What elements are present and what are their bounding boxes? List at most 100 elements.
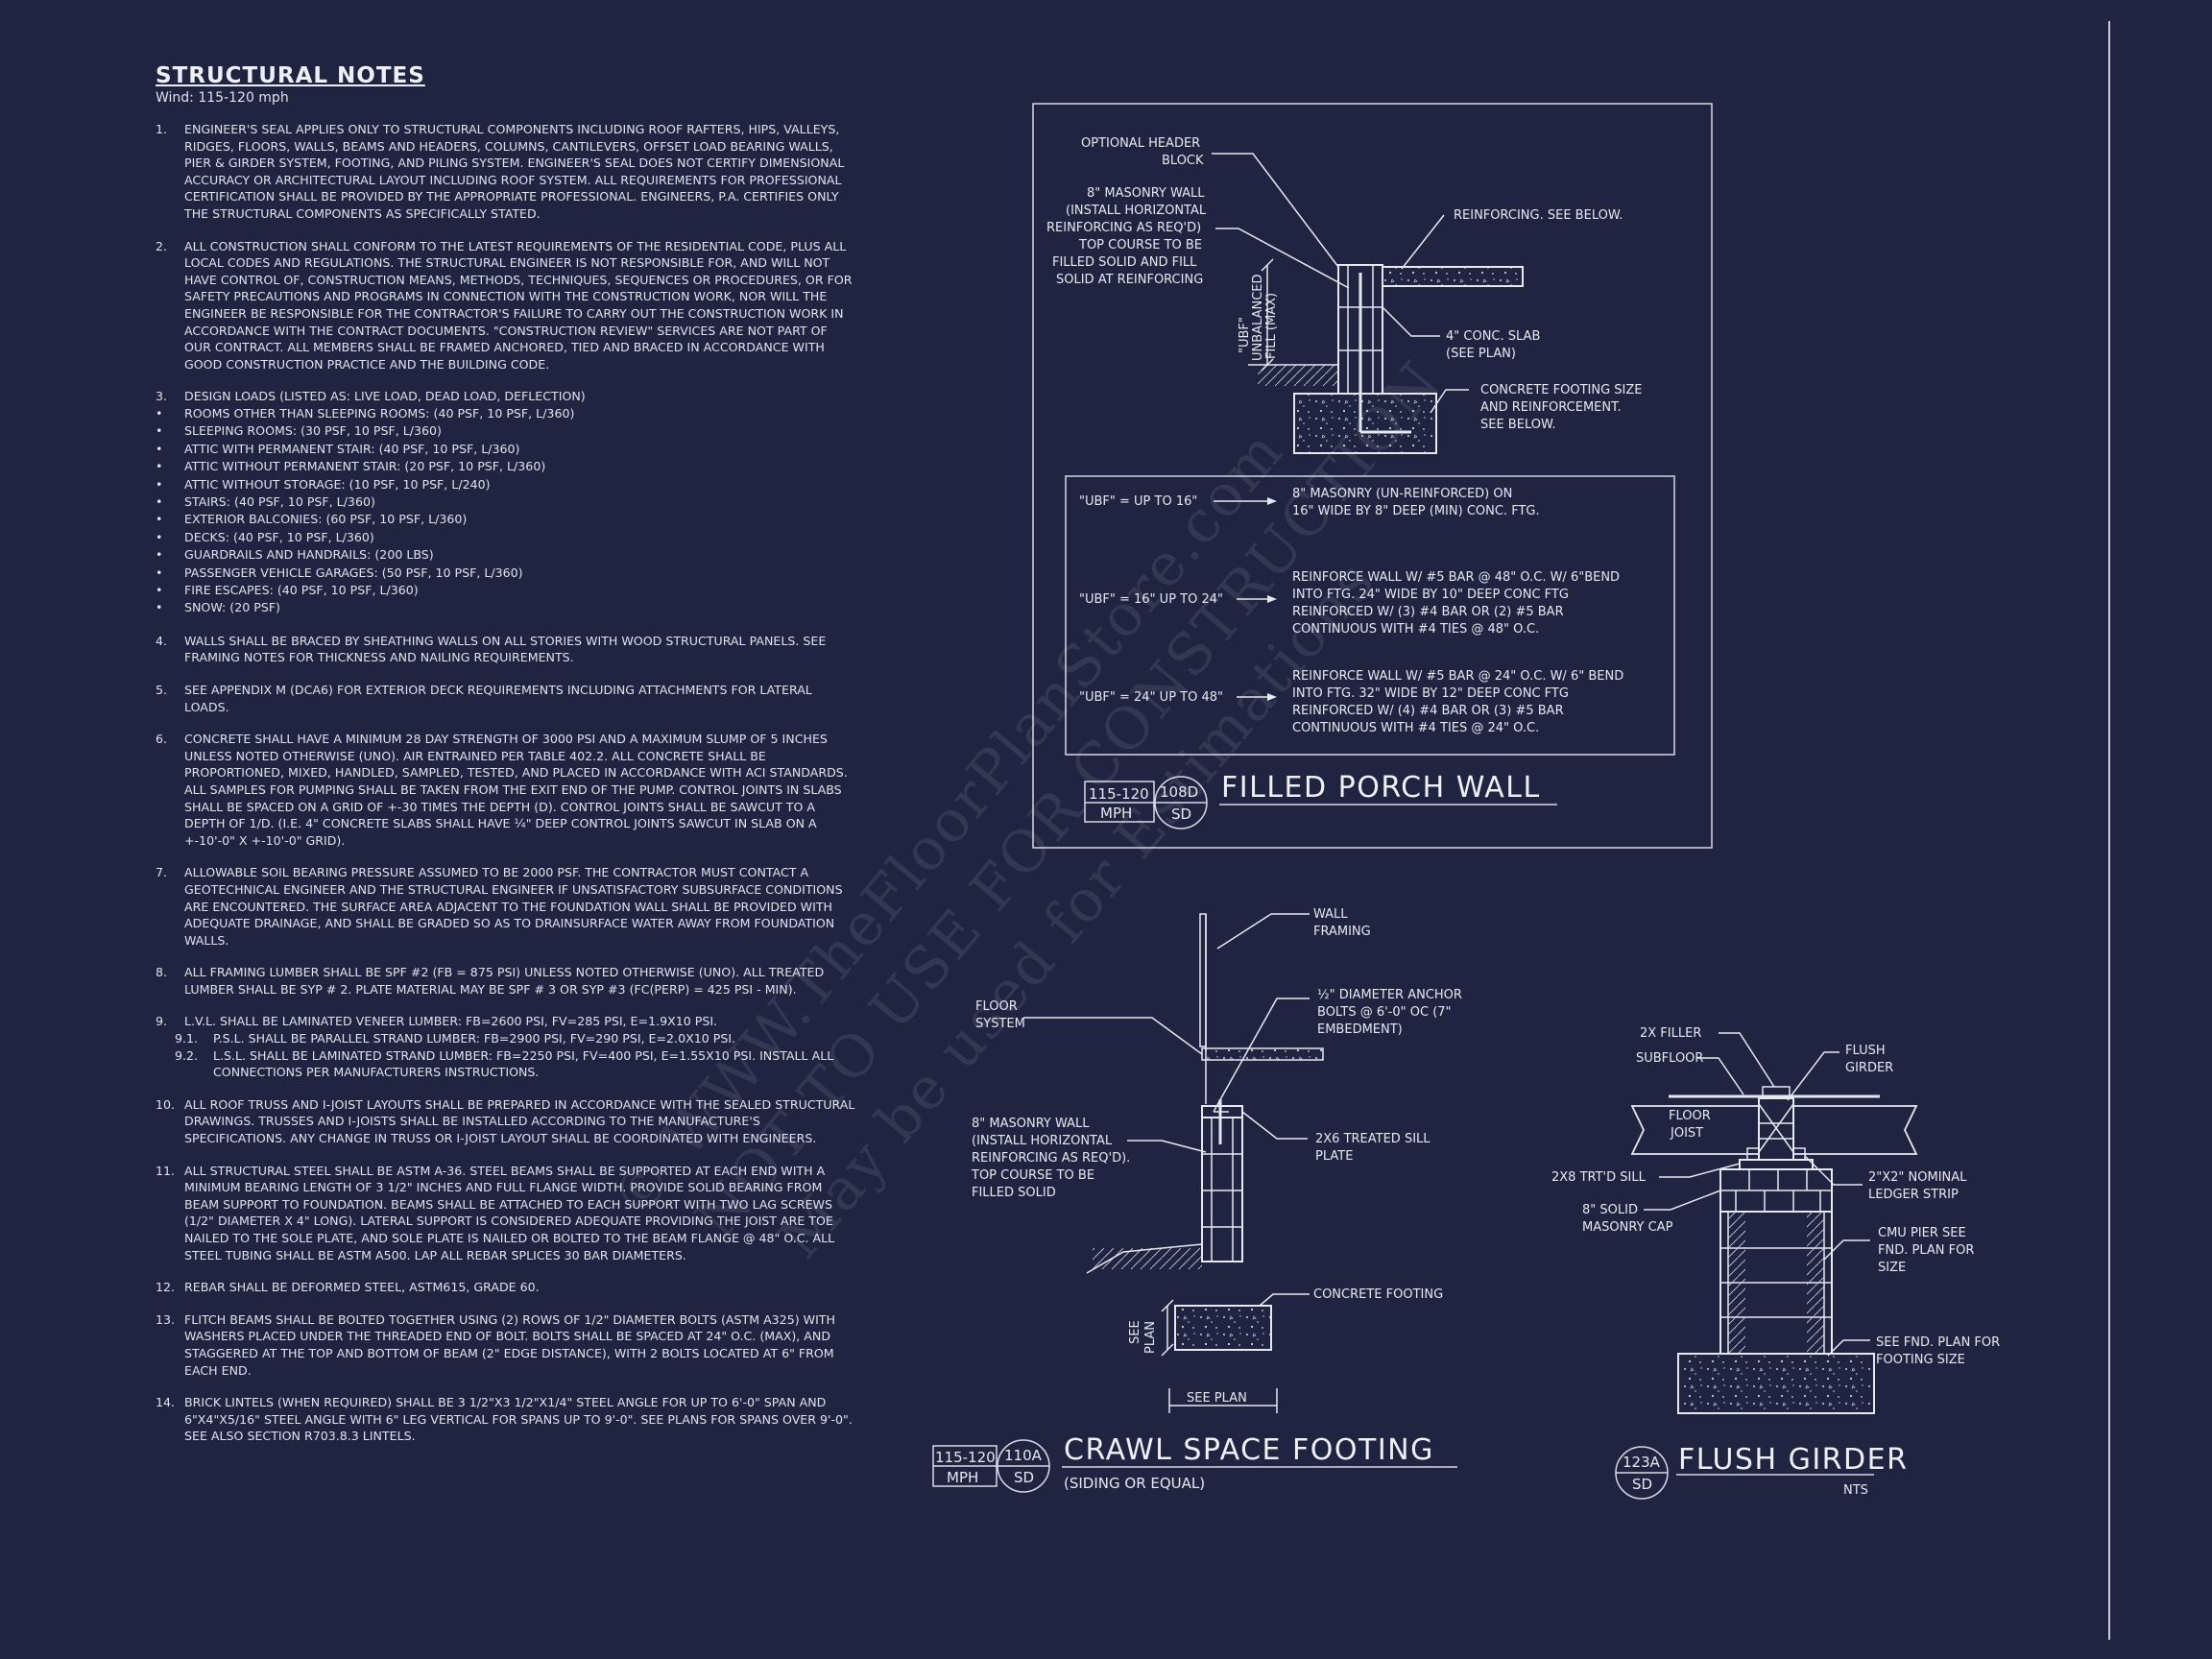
girder-floor-joist-left <box>1630 1105 1760 1155</box>
porch-wind-tag-bottom: MPH <box>1100 805 1132 822</box>
crawl-label-floor-2: SYSTEM <box>975 1017 1025 1031</box>
porch-table-row-3: "UBF" = 24" UP TO 48" REINFORCE WALL W/ … <box>1079 669 1623 735</box>
porch-table-condition: "UBF" = 16" UP TO 24" <box>1079 592 1223 607</box>
girder-label-joist-1: FLOOR <box>1669 1109 1711 1123</box>
crawl-label-masonry-4: TOP COURSE TO BE <box>971 1168 1094 1183</box>
porch-detail-number: 108D <box>1160 783 1198 801</box>
note-number: 3. <box>156 389 168 404</box>
girder-label-pier-3: SIZE <box>1878 1261 1906 1275</box>
note-text: SEE APPENDIX M (DCA6) FOR EXTERIOR DECK … <box>184 682 812 714</box>
structural-note: 6.CONCRETE SHALL HAVE A MINIMUM 28 DAY S… <box>156 731 856 849</box>
porch-detail-title: FILLED PORCH WALL <box>1221 771 1541 805</box>
note-text: ALLOWABLE SOIL BEARING PRESSURE ASSUMED … <box>184 865 843 948</box>
girder-footing <box>1677 1353 1875 1414</box>
girder-label-fnd-2: FOOTING SIZE <box>1876 1353 1965 1367</box>
crawl-see-plan-vertical-1: SEE <box>1128 1320 1142 1344</box>
girder-label-joist-2: JOIST <box>1670 1126 1703 1141</box>
porch-slab <box>1382 266 1524 287</box>
structural-note: 7.ALLOWABLE SOIL BEARING PRESSURE ASSUME… <box>156 864 856 949</box>
subnote-text: P.S.L. SHALL BE PARALLEL STRAND LUMBER: … <box>213 1031 736 1046</box>
girder-floor-joist-right <box>1792 1105 1918 1155</box>
note-text: ENGINEER'S SEAL APPLIES ONLY TO STRUCTUR… <box>184 122 845 221</box>
crawl-see-plan-horizontal: SEE PLAN <box>1187 1391 1247 1406</box>
girder-detail-sheet: SD <box>1632 1476 1652 1493</box>
girder-filler <box>1762 1086 1791 1097</box>
crawl-detail-sheet: SD <box>1014 1469 1034 1486</box>
porch-label-slab-1: 4" CONC. SLAB <box>1446 329 1540 344</box>
crawl-see-plan-vertical-2: PLAN <box>1143 1321 1158 1354</box>
crawl-space-detail: SEE PLAN SEE PLAN WALL FRAMING ½" DIAMET… <box>932 907 1462 1493</box>
porch-table-spec-line: REINFORCE WALL W/ #5 BAR @ 24" O.C. W/ 6… <box>1292 669 1623 684</box>
notes-list: 1. ENGINEER'S SEAL APPLIES ONLY TO STRUCT… <box>156 121 856 1445</box>
note-number: 11. <box>156 1163 176 1178</box>
crawl-label-masonry-3: REINFORCING AS REQ'D). <box>972 1151 1130 1166</box>
girder-label-pier-1: CMU PIER SEE <box>1878 1226 1966 1240</box>
girder-detail-scale: NTS <box>1843 1483 1868 1498</box>
porch-wind-tag <box>1084 781 1155 823</box>
porch-label-masonry-5: FILLED SOLID AND FILL <box>1052 255 1197 270</box>
porch-table-spec-line: INTO FTG. 24" WIDE BY 10" DEEP CONC FTG <box>1292 588 1569 602</box>
porch-label-header-2: BLOCK <box>1162 154 1204 168</box>
crawl-masonry-wall <box>1201 1117 1243 1262</box>
girder-label-pier-2: FND. PLAN FOR <box>1878 1243 1974 1258</box>
note-text: ALL CONSTRUCTION SHALL CONFORM TO THE LA… <box>184 238 853 372</box>
subnote-number: 9.2. <box>175 1047 199 1063</box>
porch-wall-detail: "UBF" UNBALANCED FILL (MAX) OPTIONAL HEA… <box>1032 103 1713 849</box>
note-number: 12. <box>156 1280 176 1295</box>
porch-label-masonry-1: 8" MASONRY WALL <box>1087 186 1205 201</box>
structural-note: 9.L.V.L. SHALL BE LAMINATED VENEER LUMBE… <box>156 1013 856 1080</box>
crawl-label-wall-1: WALL <box>1313 907 1348 922</box>
crawl-label-masonry-5: FILLED SOLID <box>972 1186 1056 1200</box>
porch-detail-sheet: SD <box>1171 805 1191 823</box>
porch-wind-tag-top: 115-120 <box>1089 785 1149 803</box>
girder-label-ledger-2: LEDGER STRIP <box>1868 1188 1959 1202</box>
crawl-detail-title: CRAWL SPACE FOOTING <box>1064 1433 1434 1467</box>
girder-label-flush-2: GIRDER <box>1845 1061 1893 1075</box>
porch-reinforcing-table <box>1065 475 1675 756</box>
crawl-label-sill-2: PLATE <box>1315 1149 1353 1164</box>
design-load-item: ATTIC WITH PERMANENT STAIR: (40 PSF, 10 … <box>156 441 856 459</box>
crawl-ground-fill <box>1093 1248 1202 1269</box>
structural-note: 11.ALL STRUCTURAL STEEL SHALL BE ASTM A-… <box>156 1163 856 1264</box>
note-number: 1. <box>156 122 168 136</box>
structural-note: 13.FLITCH BEAMS SHALL BE BOLTED TOGETHER… <box>156 1311 856 1379</box>
girder-label-fnd-1: SEE FND. PLAN FOR <box>1876 1335 2000 1350</box>
structural-note: 3. DESIGN LOADS (LISTED AS: LIVE LOAD, DE… <box>156 388 856 617</box>
note-number: 5. <box>156 682 168 697</box>
porch-table-row-1: "UBF" = UP TO 16" 8" MASONRY (UN-REINFOR… <box>1079 487 1540 518</box>
design-load-item: ROOMS OTHER THAN SLEEPING ROOMS: (40 PSF… <box>156 405 856 423</box>
porch-table-spec-line: INTO FTG. 32" WIDE BY 12" DEEP CONC FTG <box>1292 686 1569 701</box>
porch-label-masonry-3: REINFORCING AS REQ'D) <box>1046 221 1201 235</box>
note-text: DESIGN LOADS (LISTED AS: LIVE LOAD, DEAD… <box>184 389 586 404</box>
porch-table-spec-line: CONTINUOUS WITH #4 TIES @ 48" O.C. <box>1292 622 1539 637</box>
design-load-item: GUARDRAILS AND HANDRAILS: (200 LBS) <box>156 546 856 565</box>
crawl-label-floor-1: FLOOR <box>975 999 1018 1014</box>
porch-table-spec-line: CONTINUOUS WITH #4 TIES @ 24" O.C. <box>1292 721 1539 735</box>
note-number: 4. <box>156 633 168 648</box>
porch-label-footing-2: AND REINFORCEMENT. <box>1480 400 1622 415</box>
porch-detail-frame <box>1032 103 1713 849</box>
crawl-footing <box>1174 1305 1272 1351</box>
porch-label-masonry-2: (INSTALL HORIZONTAL <box>1066 204 1207 218</box>
structural-subnote: 9.2.L.S.L. SHALL BE LAMINATED STRAND LUM… <box>175 1047 856 1081</box>
design-load-item: ATTIC WITHOUT PERMANENT STAIR: (20 PSF, … <box>156 458 856 476</box>
porch-table-condition: "UBF" = 24" UP TO 48" <box>1079 690 1223 705</box>
structural-notes: STRUCTURAL NOTES Wind: 115-120 mph 1.ENG… <box>156 63 856 1460</box>
structural-note: 8.ALL FRAMING LUMBER SHALL BE SPF #2 (Fb… <box>156 964 856 998</box>
girder-detail-number: 123A <box>1623 1454 1661 1471</box>
design-load-item: EXTERIOR BALCONIES: (60 PSF, 10 PSF, L/3… <box>156 511 856 529</box>
crawl-label-masonry-1: 8" MASONRY WALL <box>972 1117 1090 1131</box>
note-text: WALLS SHALL BE BRACED BY SHEATHING WALLS… <box>184 633 827 665</box>
girder-sill <box>1739 1159 1814 1170</box>
porch-table-spec-line: REINFORCE WALL W/ #5 BAR @ 48" O.C. W/ 6… <box>1292 570 1620 585</box>
note-number: 10. <box>156 1096 176 1112</box>
crawl-label-wall-2: FRAMING <box>1313 925 1371 939</box>
notes-title: STRUCTURAL NOTES <box>156 63 425 88</box>
design-load-item: STAIRS: (40 PSF, 10 PSF, L/360) <box>156 493 856 512</box>
note-number: 14. <box>156 1395 176 1410</box>
crawl-wind-tag-bottom: MPH <box>947 1469 978 1486</box>
crawl-label-masonry-2: (INSTALL HORIZONTAL <box>972 1134 1113 1148</box>
design-load-item: SLEEPING ROOMS: (30 PSF, 10 PSF, L/360) <box>156 422 856 441</box>
note-number: 2. <box>156 238 168 253</box>
